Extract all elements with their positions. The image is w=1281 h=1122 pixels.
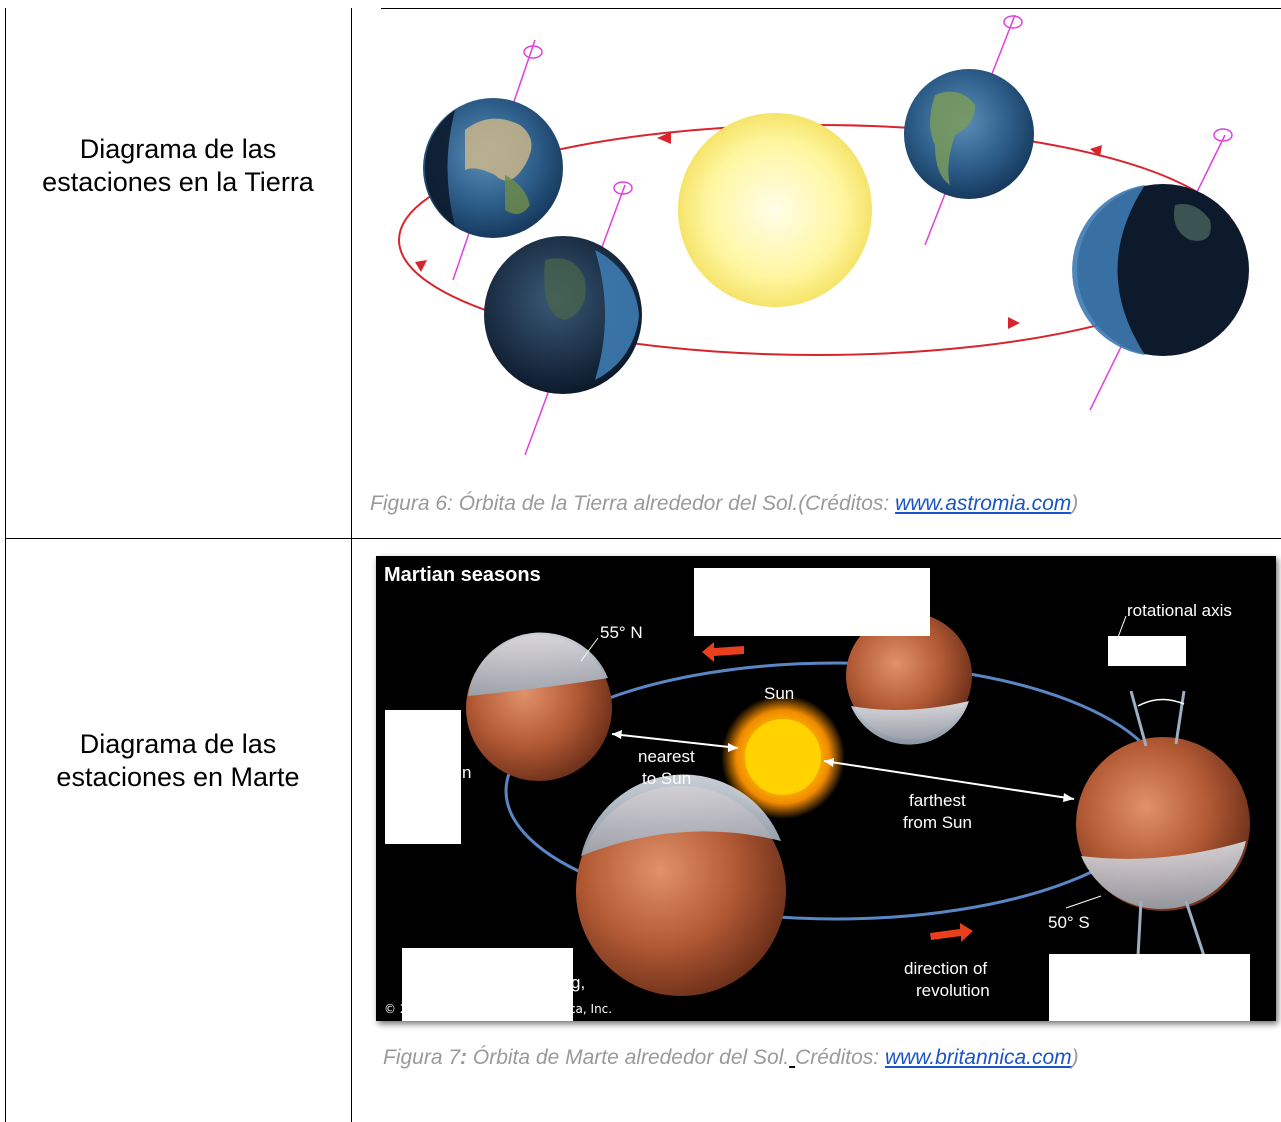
mars-seasons-figure: Martian seasons 55° N Sun nearest to Sun… [376, 556, 1276, 1021]
latitude-north-label: 55° N [600, 623, 643, 642]
redaction-box [1108, 636, 1186, 666]
axis-tilt-arc [1137, 698, 1185, 707]
caption-text: ) [1071, 1046, 1079, 1069]
farthest-arrow [823, 760, 1075, 800]
direction-label-line2: revolution [916, 981, 990, 1000]
direction-arrow [702, 642, 744, 662]
latitude-pointer [1065, 895, 1102, 909]
table-border-left [5, 8, 6, 1122]
partial-label: g, [571, 973, 585, 992]
redaction-box [385, 710, 461, 844]
rotational-axis-line [1174, 690, 1186, 745]
mars-sun-icon [745, 719, 821, 795]
row-label-earth: Diagrama de las estaciones en la Tierra [5, 133, 351, 199]
table-top-border [381, 8, 1281, 9]
redaction-box [1049, 954, 1250, 1021]
earth-globe-icon [423, 39, 563, 281]
caption-text: ) [1071, 492, 1079, 515]
row-label-line: Diagrama de las [79, 134, 277, 164]
mars-planet-icon [576, 774, 786, 996]
nearest-arrow [611, 733, 739, 749]
table-row-divider [5, 538, 1281, 539]
caption-text: Figura 7 [383, 1046, 461, 1069]
rotational-axis-line [1136, 900, 1143, 957]
mars-planet-icon [1076, 737, 1250, 911]
caption-text: Órbita de Marte alrededor del Sol. [467, 1046, 790, 1069]
row-label-line: Diagrama de las [79, 729, 277, 759]
sun-icon [678, 113, 872, 307]
caption-text: Créditos: [795, 1046, 885, 1069]
row-label-line: estaciones en Marte [56, 762, 300, 792]
table-border-divider [351, 8, 352, 1122]
direction-label-line1: direction of [904, 959, 987, 978]
credits-link[interactable]: www.britannica.com [884, 1046, 1072, 1069]
caption-colon: : [460, 1046, 468, 1069]
rotational-axis-line [1184, 900, 1206, 957]
row-label-mars: Diagrama de las estaciones en Marte [5, 728, 351, 794]
earth-seasons-diagram [398, 14, 1249, 456]
orbit-arrow-marker [1008, 317, 1020, 329]
figure-caption: Figura 6: Órbita de la Tierra alrededor … [370, 492, 1078, 516]
row-label-line: estaciones en la Tierra [42, 167, 314, 197]
farthest-label-line1: farthest [909, 791, 966, 810]
redaction-box [402, 948, 573, 1021]
caption-text: Figura 6: Órbita de la Tierra alrededor … [370, 492, 896, 515]
orbit-arrow-marker [415, 260, 427, 272]
latitude-pointer [580, 637, 599, 662]
rotational-axis-line [1129, 690, 1148, 747]
earth-globe-icon [904, 14, 1034, 246]
figure-title: Martian seasons [384, 564, 541, 586]
orbit-arrow-marker [1090, 145, 1102, 157]
mars-seasons-diagram: Martian seasons 55° N Sun nearest to Sun… [384, 564, 1250, 1021]
sun-label: Sun [764, 684, 794, 703]
redaction-box [694, 568, 930, 636]
nearest-label-line1: nearest [638, 747, 695, 766]
figure-caption: Figura 7: Órbita de Marte alrededor del … [383, 1046, 1079, 1070]
partial-label: n [462, 763, 471, 782]
orbit-arrow-marker [657, 132, 671, 144]
earth-globe-icon [484, 181, 642, 456]
rotational-axis-label: rotational axis [1127, 601, 1232, 620]
latitude-south-label: 50° S [1048, 913, 1090, 932]
direction-arrow [930, 923, 973, 942]
mars-planet-icon [466, 632, 612, 781]
earth-globe-icon [1072, 128, 1249, 411]
farthest-label-line2: from Sun [903, 813, 972, 832]
nearest-label-line2: to Sun [642, 769, 691, 788]
credits-link[interactable]: www.astromia.com [895, 492, 1072, 515]
mars-planet-icon [846, 613, 972, 745]
